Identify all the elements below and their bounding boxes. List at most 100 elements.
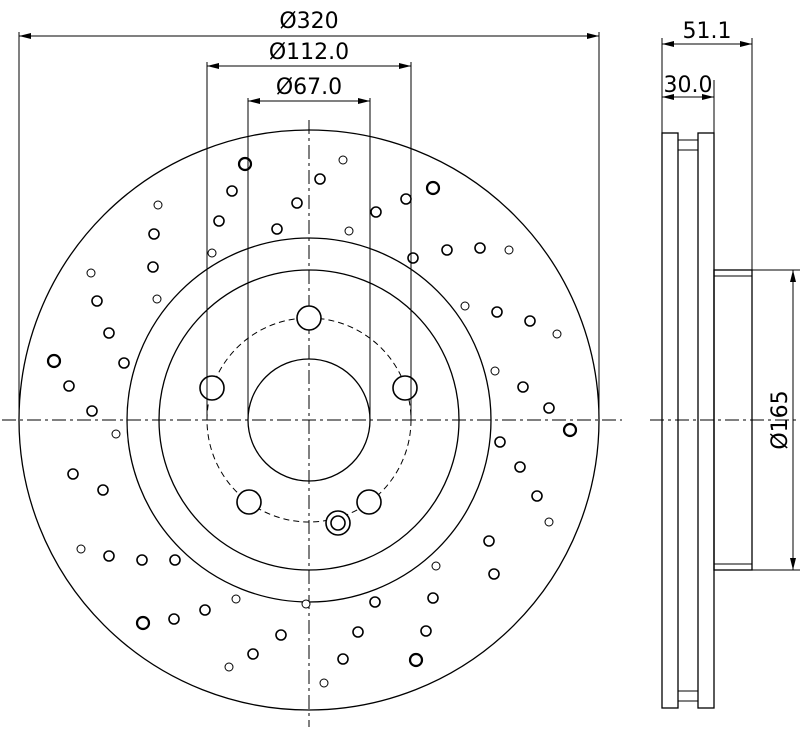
arrow-left: [248, 98, 260, 104]
dimension-bolt-circle: Ø112.0: [207, 40, 411, 69]
drilled-hole: [153, 200, 163, 210]
bolt-hole: [236, 489, 262, 515]
disc-outer-plate: [661, 132, 679, 709]
side-view: 51.1 30.0 Ø165: [650, 19, 800, 709]
drilled-hole: [86, 405, 98, 417]
disc-thickness-label: 30.0: [664, 73, 713, 98]
drilled-hole: [147, 261, 159, 273]
dimension-disc-thickness: 30.0: [662, 73, 715, 133]
drilled-hole: [425, 180, 441, 196]
drilled-hole: [135, 615, 151, 631]
drilled-hole: [491, 306, 503, 318]
drilled-hole: [369, 596, 381, 608]
drilled-hole: [247, 648, 259, 660]
drilled-hole: [213, 215, 225, 227]
drilled-hole: [524, 315, 536, 327]
arrow-right: [358, 98, 370, 104]
drilled-hole: [199, 604, 211, 616]
drilled-hole: [483, 535, 495, 547]
drilled-hole: [370, 206, 382, 218]
drilled-hole: [441, 244, 453, 256]
drilled-hole: [344, 226, 354, 236]
hat-outer-edge: [158, 269, 460, 571]
drilled-hole: [504, 245, 514, 255]
drilled-hole: [271, 223, 283, 235]
drilled-hole: [148, 228, 160, 240]
dimension-center-bore: Ø67.0: [248, 75, 370, 104]
drilled-hole: [552, 329, 562, 339]
drilled-hole: [427, 592, 439, 604]
drilled-hole: [152, 294, 162, 304]
bolt-hole: [392, 375, 418, 401]
front-view: Ø320 Ø112.0 Ø67.0: [2, 6, 622, 727]
bolt-hole: [356, 489, 382, 515]
arrow-right: [740, 41, 752, 47]
arrow-bottom: [790, 558, 796, 570]
drilled-holes: [46, 155, 578, 688]
drilled-hole: [543, 402, 555, 414]
drilled-hole: [474, 242, 486, 254]
drilled-hole: [460, 301, 470, 311]
drilled-hole: [337, 653, 349, 665]
drilled-hole: [118, 357, 130, 369]
drilled-hole: [86, 268, 96, 278]
dimension-overall-height: 51.1: [661, 19, 753, 270]
drilled-hole: [103, 327, 115, 339]
arrow-right: [587, 33, 599, 39]
drilled-hole: [97, 484, 109, 496]
drilled-hole: [562, 422, 578, 438]
drilled-hole: [291, 197, 303, 209]
arrow-left: [662, 41, 674, 47]
drilled-hole: [431, 561, 441, 571]
drilled-hole: [352, 626, 364, 638]
drilled-hole: [168, 613, 180, 625]
drilled-hole: [76, 544, 86, 554]
arrow-right: [702, 94, 714, 100]
hat-section: [713, 269, 753, 571]
drilled-hole: [544, 517, 554, 527]
bolt-hole: [199, 375, 225, 401]
bolt-circle-label: Ø112.0: [269, 40, 349, 65]
drilled-hole: [111, 429, 121, 439]
drilled-hole: [400, 193, 412, 205]
drilled-hole: [488, 568, 500, 580]
dimension-disc-diameter: Ø320: [19, 6, 599, 39]
drilled-hole: [237, 156, 253, 172]
locating-screw-hole-inner: [330, 515, 346, 531]
drilled-hole: [46, 353, 62, 369]
arrow-left: [662, 94, 674, 100]
arrow-left: [19, 33, 31, 39]
drilled-hole: [226, 185, 238, 197]
dimension-hat-diameter: Ø165: [752, 269, 800, 571]
drilled-hole: [408, 652, 424, 668]
drilled-hole: [136, 554, 148, 566]
drilled-hole: [338, 155, 348, 165]
drilled-hole: [514, 461, 526, 473]
arrow-right: [399, 63, 411, 69]
drilled-hole: [494, 436, 506, 448]
drilled-hole: [63, 380, 75, 392]
drilled-hole: [224, 662, 234, 672]
drilled-hole: [275, 629, 287, 641]
drilled-hole: [319, 678, 329, 688]
arrow-left: [207, 63, 219, 69]
drilled-hole: [169, 554, 181, 566]
arrow-top: [790, 270, 796, 282]
bolt-holes: [199, 305, 418, 536]
drilled-hole: [67, 468, 79, 480]
drilled-hole: [490, 366, 500, 376]
drilled-hole: [231, 594, 241, 604]
drilled-hole: [531, 490, 543, 502]
drilled-hole: [420, 625, 432, 637]
label-mask: [270, 6, 348, 32]
drilled-hole: [207, 248, 217, 258]
bolt-hole: [296, 305, 322, 331]
drilled-hole: [103, 550, 115, 562]
center-bore-label: Ø67.0: [276, 75, 342, 100]
drilled-hole: [517, 381, 529, 393]
drilled-hole: [301, 599, 311, 609]
hat-diameter-label: Ø165: [768, 390, 793, 449]
drilled-hole: [314, 173, 326, 185]
disc-diameter-label: Ø320: [279, 9, 338, 34]
